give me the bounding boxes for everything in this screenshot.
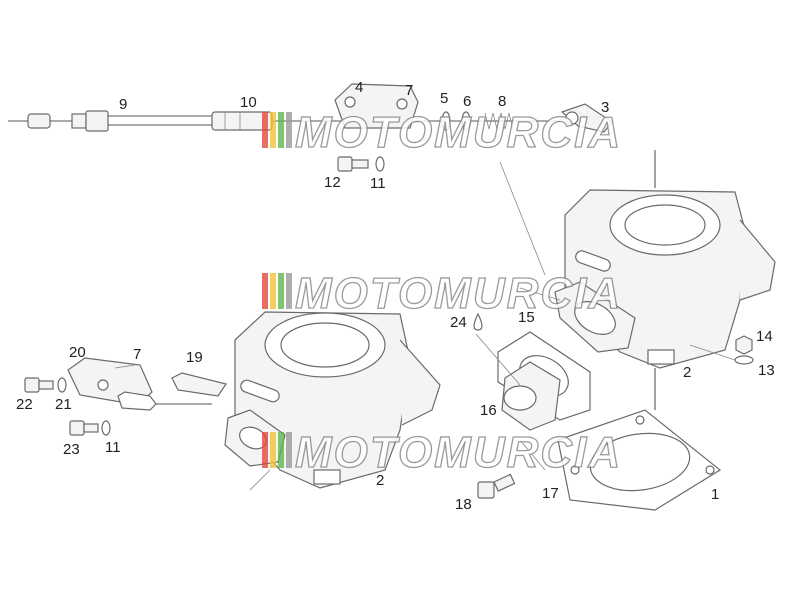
callout-24: 24	[450, 314, 467, 331]
nut-and-washer-right	[734, 335, 754, 365]
callout-14: 14	[756, 328, 773, 345]
callout-8: 8	[498, 93, 506, 110]
callout-2-right: 2	[683, 364, 691, 381]
bolt-18	[477, 473, 516, 499]
callout-4: 4	[355, 79, 363, 96]
throttle-cable-assembly	[8, 103, 613, 133]
oil-drop	[473, 312, 483, 331]
callout-21: 21	[55, 396, 72, 413]
callout-labels: 9 10 4 7 5 6 8 3 12 11 24 15 14 13 2 20 …	[16, 79, 775, 513]
watermark-text: MOTOMURCIA	[295, 108, 622, 157]
callout-5: 5	[440, 90, 448, 107]
callout-11-top: 11	[370, 175, 386, 192]
callout-10: 10	[240, 94, 257, 111]
right-intake-flange	[554, 281, 636, 353]
lever-19	[171, 372, 227, 397]
rubber-intake	[501, 361, 561, 431]
callout-3: 3	[601, 99, 609, 116]
callout-22: 22	[16, 396, 33, 413]
watermark: MOTOMURCIA MOTOMURCIA MOTOMURCIA	[262, 107, 622, 478]
callout-15: 15	[518, 309, 535, 326]
callout-9: 9	[119, 96, 127, 113]
watermark-text: MOTOMURCIA	[295, 428, 622, 477]
left-valve-cover	[67, 357, 212, 411]
callout-18: 18	[455, 496, 472, 513]
bolt-and-washer-left-upper	[24, 377, 67, 393]
watermark-bottom: MOTOMURCIA	[262, 427, 622, 478]
callout-17: 17	[542, 485, 559, 502]
callout-6: 6	[463, 93, 471, 110]
bolt-and-washer-top	[337, 156, 385, 172]
watermark-top: MOTOMURCIA	[262, 107, 622, 158]
callout-7-top: 7	[405, 82, 413, 99]
callout-19: 19	[186, 349, 203, 366]
callout-13: 13	[758, 362, 775, 379]
callout-2-left: 2	[376, 472, 384, 489]
leader-lines	[114, 161, 736, 491]
callout-1: 1	[711, 486, 719, 503]
watermark-text: MOTOMURCIA	[295, 269, 622, 318]
bolt-and-washer-left-lower	[69, 420, 111, 436]
watermark-middle: MOTOMURCIA	[262, 268, 622, 319]
callout-20: 20	[69, 344, 86, 361]
callout-11-left: 11	[105, 439, 121, 456]
top-valve-cover	[334, 83, 419, 129]
cylinder-base-gasket	[557, 409, 722, 511]
callout-12: 12	[324, 174, 341, 191]
callout-7-left: 7	[133, 346, 141, 363]
callout-23: 23	[63, 441, 80, 458]
callout-16: 16	[480, 402, 497, 419]
